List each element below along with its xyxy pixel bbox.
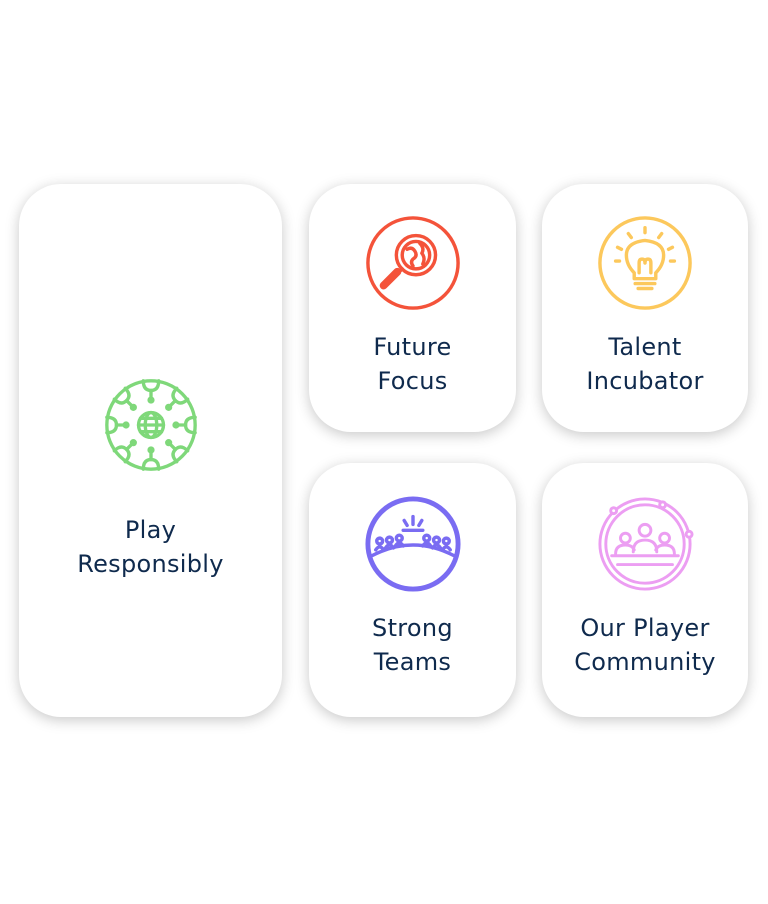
team-crowd-icon [364,496,461,592]
lightbulb-icon [598,216,692,310]
globe-wheel-icon [104,379,197,471]
card-label: Future Focus [309,330,516,398]
card-label-line1: Future [373,333,452,361]
community-orbit-icon [598,497,694,591]
card-label-line1: Our Player [580,614,710,642]
card-label-line2: Teams [373,648,452,676]
card-strong-teams[interactable]: Strong Teams [309,463,516,717]
card-label-line1: Play [124,516,177,544]
card-play-responsibly[interactable]: Play Responsibly [19,184,282,717]
card-label-line2: Community [574,648,716,676]
card-label: Talent Incubator [542,330,748,398]
card-label-line1: Strong [372,614,453,642]
card-label: Our Player Community [542,611,748,679]
card-label-line2: Incubator [586,367,704,395]
card-label-line1: Talent [608,333,682,361]
card-talent-incubator[interactable]: Talent Incubator [542,184,748,432]
card-label: Strong Teams [309,611,516,679]
magnifier-globe-icon [365,216,460,310]
card-label: Play Responsibly [19,513,282,581]
card-future-focus[interactable]: Future Focus [309,184,516,432]
card-label-line2: Responsibly [77,550,224,578]
card-our-player-community[interactable]: Our Player Community [542,463,748,717]
card-label-line2: Focus [377,367,448,395]
